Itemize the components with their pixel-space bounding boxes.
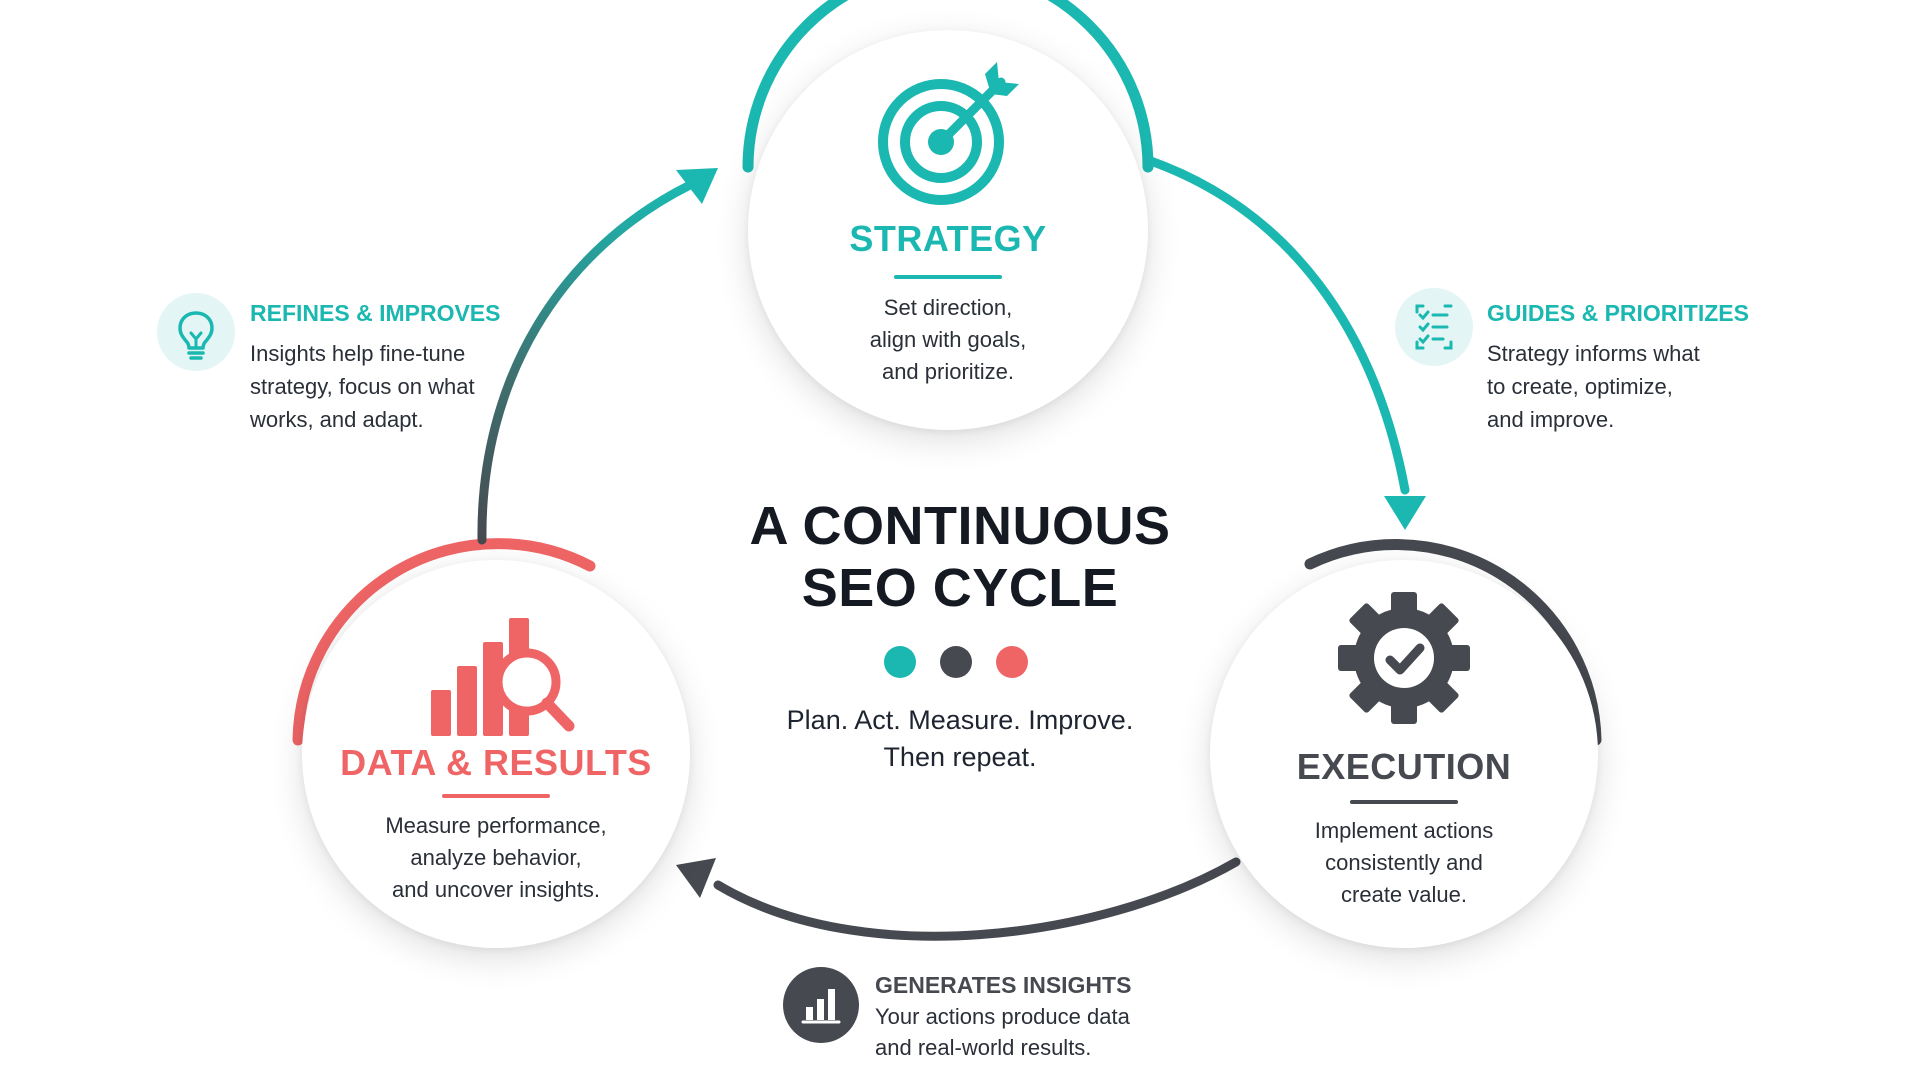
gear-check-icon (1336, 590, 1472, 726)
target-arrow-icon (873, 60, 1023, 210)
refines-badge (157, 293, 235, 371)
guides-body: Strategy informs what to create, optimiz… (1487, 341, 1700, 432)
execution-node: EXECUTION Implement actions consistently… (1210, 560, 1598, 948)
execution-description: Implement actions consistently and creat… (1314, 818, 1494, 907)
bar-chart-icon (801, 989, 841, 1024)
arrow-data-to-strategy (477, 180, 695, 545)
checklist-icon (1415, 304, 1453, 350)
generates-title: GENERATES INSIGHTS (875, 972, 1132, 998)
guides-badge (1395, 288, 1473, 366)
dot-coral (996, 646, 1028, 678)
refines-body: Insights help fine-tune strategy, focus … (250, 341, 475, 432)
cycle-title: A CONTINUOUS SEO CYCLE (749, 496, 1171, 618)
data-results-node: DATA & RESULTS Measure performance, anal… (302, 560, 690, 948)
arrow-head-data (676, 858, 716, 898)
arrow-execution-to-data (713, 857, 1241, 941)
guides-title: GUIDES & PRIORITIZES (1487, 300, 1749, 326)
bar-chart-magnifier-icon (411, 590, 581, 740)
refines-title: REFINES & IMPROVES (250, 300, 501, 326)
generates-body: Your actions produce data and real-world… (875, 1004, 1130, 1060)
dot-dark (940, 646, 972, 678)
execution-divider (1350, 800, 1458, 804)
execution-title: EXECUTION (1296, 746, 1512, 787)
cycle-tagline: Plan. Act. Measure. Improve. Then repeat… (786, 705, 1134, 772)
data-ring-arc (292, 538, 596, 746)
arrow-head-strategy (676, 168, 718, 204)
dot-teal (884, 646, 916, 678)
data-results-title: DATA & RESULTS (340, 742, 652, 783)
strategy-ring-arc (742, 0, 1154, 173)
strategy-divider (894, 275, 1002, 279)
lightbulb-icon (178, 311, 214, 360)
arrow-strategy-to-execution (1143, 155, 1410, 495)
strategy-title: STRATEGY (849, 218, 1047, 259)
data-results-divider (442, 794, 550, 798)
strategy-node: STRATEGY Set direction, align with goals… (748, 30, 1148, 430)
arrow-head-execution (1384, 496, 1426, 530)
generates-badge (783, 967, 859, 1043)
data-results-description: Measure performance, analyze behavior, a… (385, 813, 607, 902)
execution-ring-arc (1304, 539, 1602, 746)
strategy-description: Set direction, align with goals, and pri… (869, 295, 1027, 384)
